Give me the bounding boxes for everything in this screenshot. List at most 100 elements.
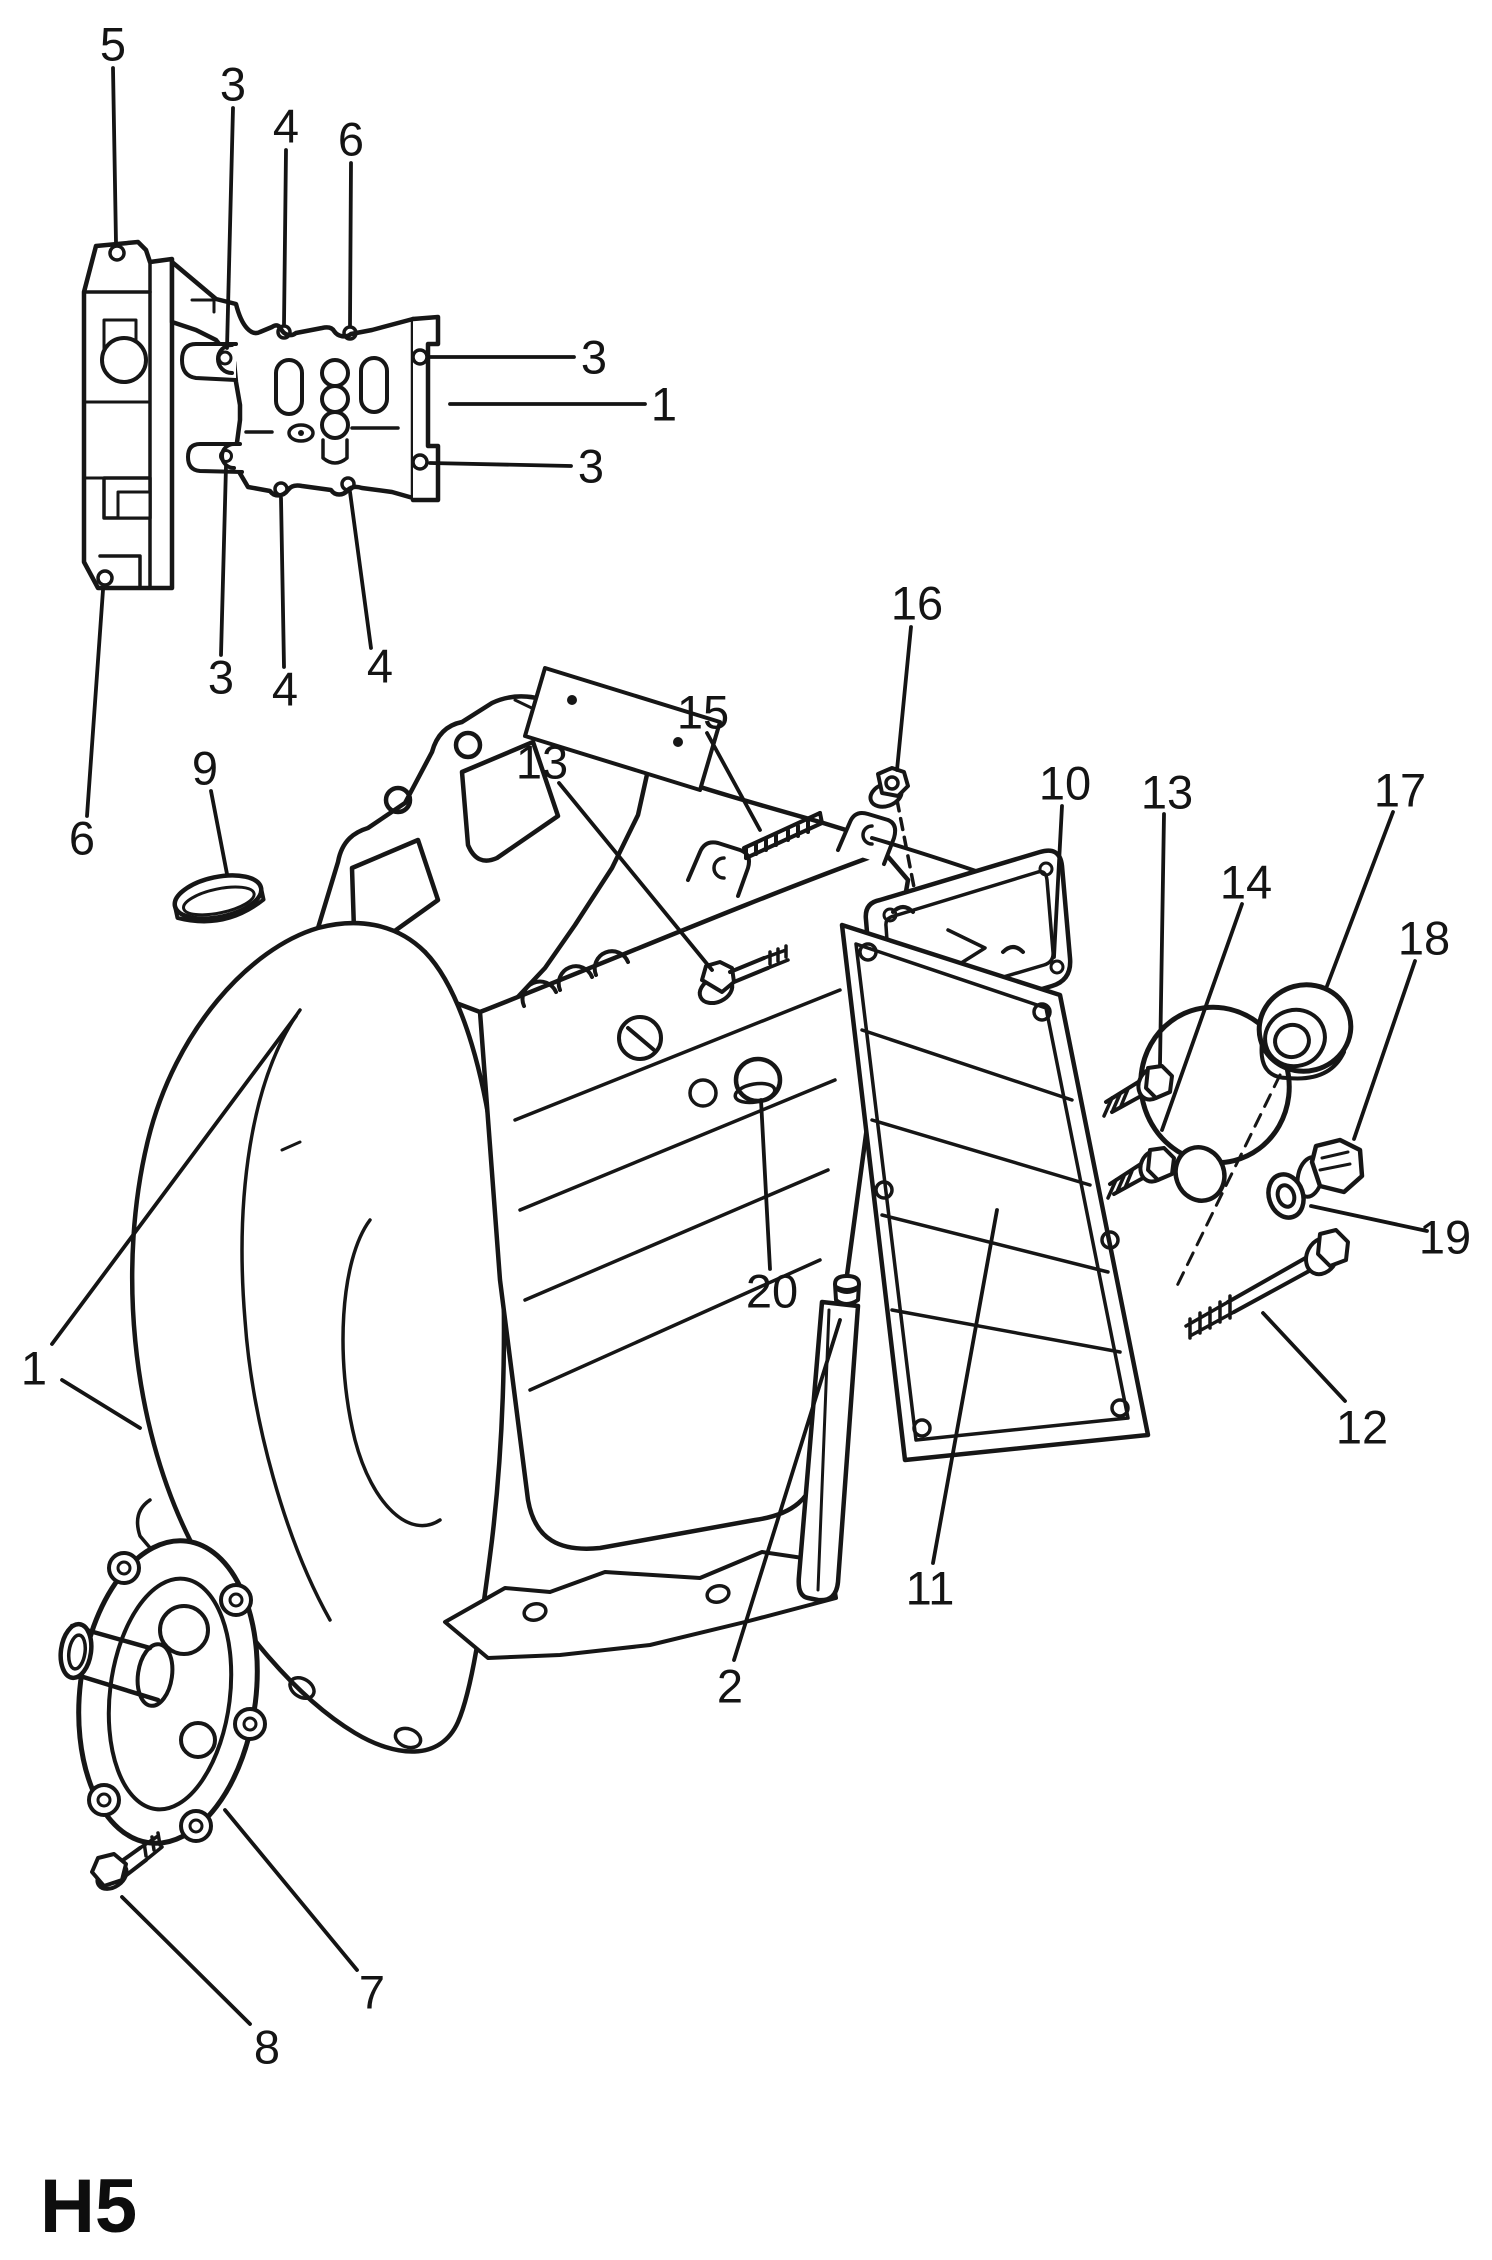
drawing-stroke [1173,1073,1282,1292]
drawing-stroke [876,766,910,798]
inset-callout-label-4: 4 [273,100,299,153]
drawing-stroke [158,1604,210,1656]
inset-callout-label-3: 3 [208,651,234,704]
drawing-stroke [135,1498,164,1564]
drawing-stroke [728,956,770,984]
inset-callout-label-3: 3 [578,440,604,493]
inset-main-bore [100,336,148,384]
drawing-stroke [705,1584,731,1604]
main-callout-label-17: 17 [1374,764,1426,817]
drawing-stroke [96,1792,112,1808]
main-leader-13-5 [1158,812,1166,1066]
inset-right-flange [410,314,441,503]
drawing-stroke [946,928,987,967]
main-callout-label-20: 20 [746,1265,798,1318]
drawing-stroke [673,737,683,747]
drawing-stroke [129,920,507,1754]
inset-gearbox-top-view [81,239,441,591]
drawing-stroke [884,775,900,791]
main-callout-label-14: 14 [1220,856,1272,909]
main-exploded-assembly [58,666,1365,1891]
drawing-stroke [98,554,142,590]
drawing-stroke [1102,1087,1130,1118]
drawing-stroke [320,410,350,440]
main-leader-13-1 [557,781,714,972]
selector-shaft-plug [835,1284,859,1294]
drawing-stroke [762,944,790,970]
drawing-stroke [107,1551,141,1585]
drawing-stroke [298,430,304,436]
inset-bolt-hole-6-top [342,325,358,341]
drawing-stroke [190,298,216,314]
long-bolt-12 [1173,1073,1350,1340]
main-callout-label-18: 18 [1398,912,1450,965]
inset-left-flange [81,239,175,591]
main-callout-label-13: 13 [1141,766,1193,819]
inset-leader-3-6 [428,461,573,468]
inset-bolt-hole-3-upper [411,348,429,366]
drawing-stroke [1226,1250,1324,1314]
drawing-stroke [567,695,577,705]
inset-leader-4-8 [279,496,286,669]
drawing-stroke [1263,1007,1327,1069]
nut-16 [868,766,910,809]
drawing-stroke [179,1809,213,1843]
drawing-stroke [1032,1002,1052,1022]
drawing-stroke [1049,959,1065,975]
main-callout-label-7: 7 [359,1966,385,2019]
drawing-stroke [393,1726,423,1750]
inset-leader-6-10 [85,588,105,818]
inset-leader-6-3 [348,161,353,327]
drawing-stroke [513,988,842,1392]
main-callout-label-2: 2 [717,1660,743,1713]
drawing-stroke [891,905,1025,954]
rear-end-cover-plate [839,905,1151,1463]
drawing-stroke [712,856,726,880]
main-callout-label-1: 1 [21,1342,47,1395]
blanking-cap-9 [172,873,266,924]
drawing-stroke [796,1299,861,1603]
main-leader-2-12 [732,1318,842,1662]
drawing-stroke [854,942,1130,1442]
drawing-stroke [182,885,256,917]
drawing-stroke [520,949,630,1008]
drawing-stroke [744,811,824,860]
drawing-stroke [66,1633,88,1671]
drawing-stroke [1146,1146,1176,1182]
main-callout-label-11: 11 [906,1562,955,1615]
drawing-stroke [688,1078,718,1108]
main-callout-label-8: 8 [254,2021,280,2074]
bearing-17 [1256,982,1354,1081]
drawing-stroke [219,1583,253,1617]
bolt-13-right-upper [1102,1064,1174,1118]
inset-leader-3-1 [225,106,235,350]
case-stud-lug [686,840,751,898]
drawing-stroke [858,942,878,962]
main-callout-label-9: 9 [192,742,218,795]
main-callout-label-16: 16 [891,577,943,630]
inset-bolt-hole-4-bottom [273,481,289,497]
inset-bolt-hole-5 [108,244,126,262]
inset-leader-4-2 [282,148,288,326]
main-leader-11-11 [931,1208,999,1565]
inset-callout-label-4: 4 [272,663,298,716]
main-callout-label-15: 15 [677,686,729,739]
inset-callout-label-6: 6 [338,113,364,166]
inset-callout-label-6: 6 [69,812,95,865]
drawing-stroke [240,1008,332,1622]
drawing-stroke [228,1592,244,1608]
main-leader-10-4 [1052,804,1064,959]
main-leader-18-8 [1352,959,1417,1141]
drawing-stroke [116,490,152,520]
drawing-stroke [179,1721,217,1759]
main-leader-8-16 [120,1895,252,2026]
drawing-stroke [733,1081,777,1105]
drawing-stroke [138,1831,164,1862]
inset-callout-label-3: 3 [581,331,607,384]
main-leader-17-7 [1325,810,1395,988]
drawing-stroke [1100,1230,1120,1250]
clutch-bell-housing [129,920,507,1754]
drawing-stroke [477,767,911,1551]
